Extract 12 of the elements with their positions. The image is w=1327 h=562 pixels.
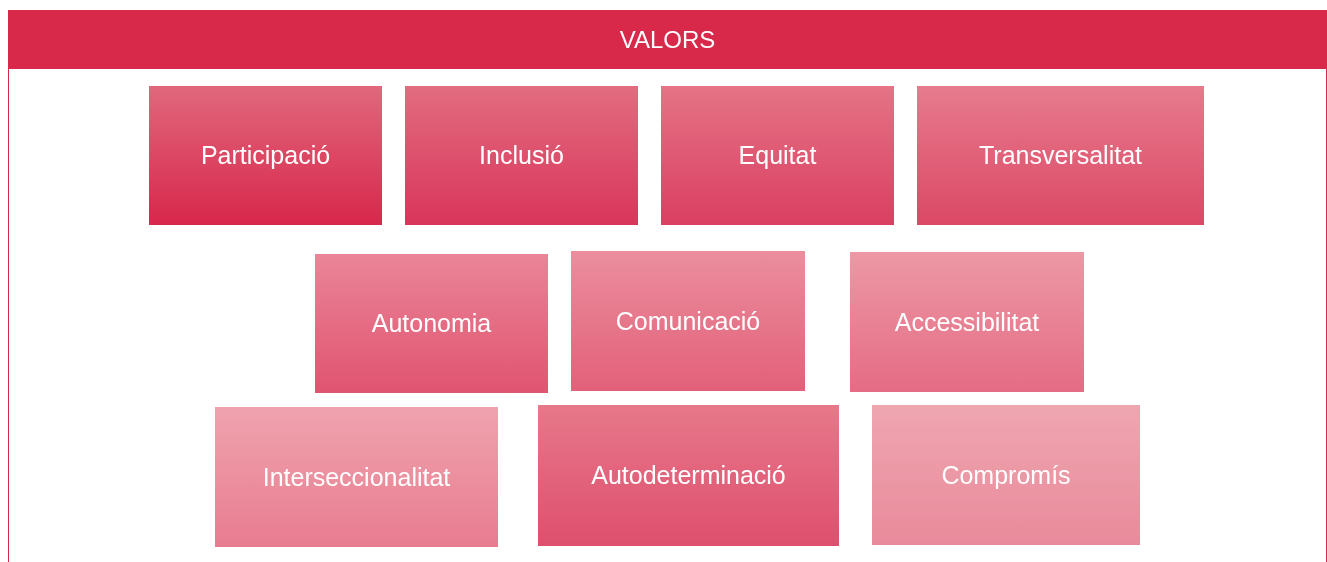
value-box: Participació xyxy=(149,86,382,225)
value-box: Autonomia xyxy=(315,254,548,393)
title-band: VALORS xyxy=(9,11,1326,69)
value-box: Interseccionalitat xyxy=(215,407,498,547)
panel-frame xyxy=(8,10,1327,562)
value-box: Inclusió xyxy=(405,86,638,225)
value-box: Accessibilitat xyxy=(850,252,1084,392)
value-box: Transversalitat xyxy=(917,86,1204,225)
value-box: Equitat xyxy=(661,86,894,225)
value-box: Autodeterminació xyxy=(538,405,839,546)
value-box: Compromís xyxy=(872,405,1140,545)
value-box: Comunicació xyxy=(571,251,805,391)
